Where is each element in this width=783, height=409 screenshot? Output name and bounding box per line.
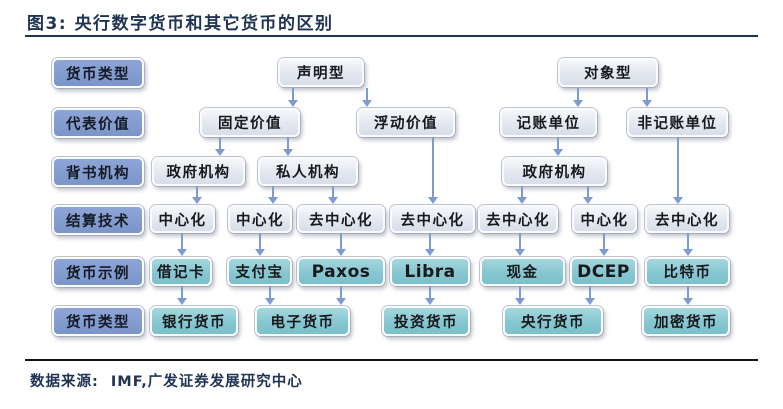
flow-arrow bbox=[272, 186, 274, 198]
flow-arrow bbox=[577, 88, 579, 101]
flow-arrow bbox=[429, 233, 431, 250]
flow-arrowhead-icon bbox=[683, 298, 693, 305]
row-label-representative-value: 代表价值 bbox=[52, 108, 144, 138]
flow-arrow bbox=[332, 186, 334, 198]
flow-arrow bbox=[181, 286, 183, 299]
flow-arrow bbox=[519, 233, 521, 250]
flow-arrowhead-icon bbox=[336, 298, 346, 305]
flow-arrowhead-icon bbox=[192, 197, 202, 204]
flow-arrow bbox=[287, 137, 289, 150]
node-decentralized-4: 去中心化 bbox=[390, 205, 475, 233]
node-private-institution: 私人机构 bbox=[258, 157, 358, 186]
data-source: 数据来源: IMF,广发证券发展研究中心 bbox=[30, 370, 303, 391]
title-underline bbox=[25, 35, 758, 37]
flow-arrowhead-icon bbox=[515, 298, 525, 305]
flow-arrow bbox=[340, 233, 342, 250]
flow-arrow bbox=[259, 233, 261, 250]
figure-number: 图3: bbox=[27, 14, 68, 34]
flow-arrow bbox=[521, 186, 523, 198]
flow-arrow bbox=[687, 233, 689, 250]
flow-arrow bbox=[432, 137, 434, 198]
node-decentralized-3: 去中心化 bbox=[297, 205, 385, 233]
node-central-bank-money: 央行货币 bbox=[503, 306, 603, 336]
node-floating-value: 浮动价值 bbox=[357, 108, 455, 137]
flow-arrowhead-icon bbox=[517, 197, 527, 204]
row-label-endorsing-institution: 背书机构 bbox=[52, 157, 144, 187]
flow-arrowhead-icon bbox=[683, 249, 693, 256]
node-dcep: DCEP bbox=[570, 257, 637, 286]
flow-arrow bbox=[677, 137, 679, 198]
flow-arrow bbox=[646, 88, 648, 101]
node-crypto-money: 加密货币 bbox=[642, 306, 730, 336]
flow-arrow bbox=[366, 88, 368, 101]
flow-arrowhead-icon bbox=[425, 298, 435, 305]
footer-divider bbox=[25, 359, 758, 361]
flow-arrowhead-icon bbox=[599, 249, 609, 256]
flow-arrow bbox=[181, 233, 183, 250]
data-source-label: 数据来源: bbox=[30, 374, 99, 390]
flow-arrowhead-icon bbox=[265, 298, 275, 305]
flow-arrowhead-icon bbox=[215, 149, 225, 156]
node-centralized-2: 中心化 bbox=[228, 205, 292, 233]
flow-arrow bbox=[587, 186, 589, 198]
flow-arrowhead-icon bbox=[642, 100, 652, 107]
row-label-currency-type-bottom: 货币类型 bbox=[52, 306, 144, 336]
node-libra: Libra bbox=[390, 257, 470, 286]
flow-arrowhead-icon bbox=[585, 298, 595, 305]
flow-arrow bbox=[219, 137, 221, 150]
flow-arrow bbox=[196, 186, 198, 198]
flow-arrowhead-icon bbox=[268, 197, 278, 204]
flow-arrow bbox=[519, 286, 521, 299]
node-centralized-1: 中心化 bbox=[150, 205, 215, 233]
flow-arrowhead-icon bbox=[328, 197, 338, 204]
flow-arrowhead-icon bbox=[283, 149, 293, 156]
flow-arrow bbox=[557, 137, 559, 150]
flow-arrowhead-icon bbox=[515, 249, 525, 256]
flow-arrowhead-icon bbox=[362, 100, 372, 107]
node-alipay: 支付宝 bbox=[227, 257, 292, 286]
node-government-institution-right: 政府机构 bbox=[502, 157, 607, 186]
node-non-accounting-unit: 非记账单位 bbox=[627, 108, 728, 137]
node-centralized-6: 中心化 bbox=[572, 205, 637, 233]
node-decentralized-5: 去中心化 bbox=[478, 205, 558, 233]
node-object-type: 对象型 bbox=[558, 58, 658, 87]
node-investment-money: 投资货币 bbox=[382, 306, 470, 336]
node-fixed-value: 固定价值 bbox=[200, 108, 300, 137]
node-decentralized-7: 去中心化 bbox=[645, 205, 729, 233]
node-debit-card: 借记卡 bbox=[150, 257, 212, 286]
flow-arrowhead-icon bbox=[673, 197, 683, 204]
flow-arrow bbox=[589, 286, 591, 299]
flow-arrow bbox=[269, 286, 271, 299]
flow-arrow bbox=[687, 286, 689, 299]
flow-arrow bbox=[429, 286, 431, 299]
node-paxos: Paxos bbox=[297, 257, 385, 286]
figure-title: 图3: 央行数字货币和其它货币的区别 bbox=[27, 9, 334, 34]
row-label-settlement-technology: 结算技术 bbox=[52, 205, 144, 235]
flow-arrowhead-icon bbox=[255, 249, 265, 256]
row-label-currency-example: 货币示例 bbox=[52, 257, 144, 287]
node-declaration-type: 声明型 bbox=[278, 58, 364, 87]
flow-arrowhead-icon bbox=[336, 249, 346, 256]
flow-arrow bbox=[340, 286, 342, 299]
node-accounting-unit: 记账单位 bbox=[500, 108, 597, 137]
node-electronic-money: 电子货币 bbox=[255, 306, 350, 336]
flow-arrowhead-icon bbox=[425, 249, 435, 256]
data-source-text: IMF,广发证券发展研究中心 bbox=[110, 374, 303, 390]
row-label-currency-type-top: 货币类型 bbox=[52, 58, 144, 88]
flow-arrowhead-icon bbox=[573, 100, 583, 107]
flow-arrowhead-icon bbox=[553, 149, 563, 156]
node-cash: 现金 bbox=[480, 257, 565, 286]
flow-arrowhead-icon bbox=[177, 249, 187, 256]
flow-arrowhead-icon bbox=[428, 197, 438, 204]
figure-title-text: 央行数字货币和其它货币的区别 bbox=[74, 14, 334, 34]
node-government-institution-left: 政府机构 bbox=[152, 157, 245, 186]
node-bitcoin: 比特币 bbox=[645, 257, 730, 286]
node-bank-money: 银行货币 bbox=[150, 306, 238, 336]
flow-arrowhead-icon bbox=[583, 197, 593, 204]
flow-arrow bbox=[292, 88, 294, 101]
flow-arrow bbox=[603, 233, 605, 250]
flow-arrowhead-icon bbox=[288, 100, 298, 107]
flow-arrowhead-icon bbox=[177, 298, 187, 305]
